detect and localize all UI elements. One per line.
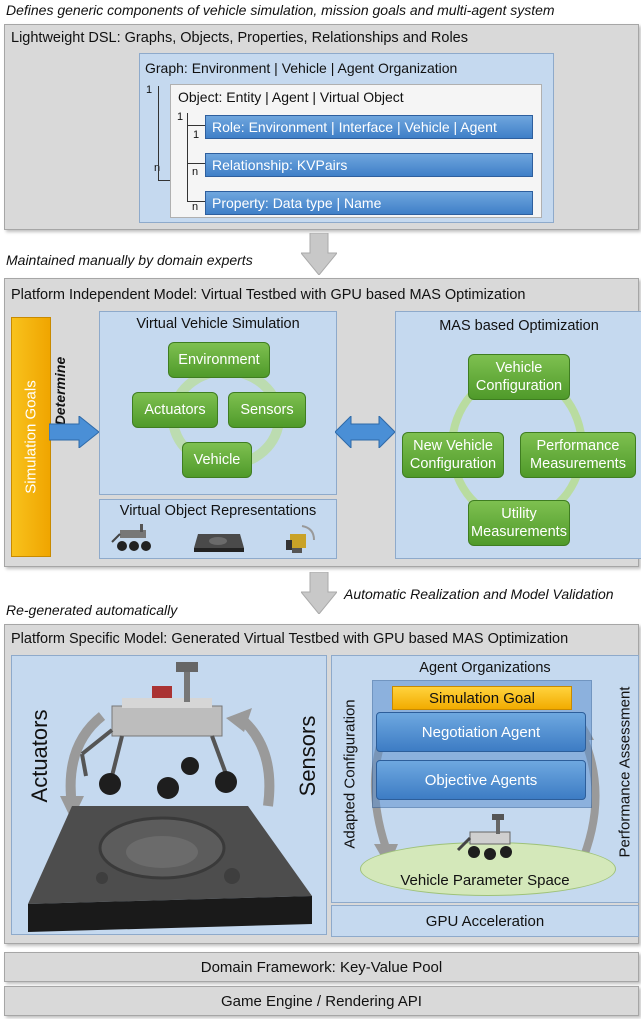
rover-icon <box>111 524 151 551</box>
sensors-box: Sensors <box>228 392 306 428</box>
graph-label: Graph: Environment | Vehicle | Agent Org… <box>145 60 458 76</box>
performance-assessment-label: Performance Assessment <box>616 686 634 858</box>
agent-organizations-box: Adapted Configuration Performance Assess… <box>331 655 639 903</box>
down-arrow-icon <box>301 572 337 614</box>
bidirectional-arrow-icon <box>335 416 395 448</box>
simulation-goal-bar: Simulation Goal <box>392 686 572 710</box>
connector-line <box>187 163 205 164</box>
terrain-icon <box>194 534 244 552</box>
caption-regen: Re-generated automatically <box>6 602 178 618</box>
relationship-bar: Relationship: KVPairs <box>205 153 533 177</box>
mult-1b: 1 <box>177 111 184 123</box>
role-bar: Role: Environment | Interface | Vehicle … <box>205 115 533 139</box>
performance-measurements-box: Performance Measurements <box>520 432 636 478</box>
right-arrow-icon <box>49 416 99 448</box>
new-vehicle-configuration-box: New Vehicle Configuration <box>402 432 504 478</box>
psm-title: Platform Specific Model: Generated Virtu… <box>11 631 569 647</box>
vehicle-box: Vehicle <box>182 442 252 478</box>
graph-box: Graph: Environment | Vehicle | Agent Org… <box>139 53 554 223</box>
mult-1a: 1 <box>146 84 153 96</box>
property-bar: Property: Data type | Name <box>205 191 533 215</box>
rover-icon <box>456 814 512 860</box>
mult-n-c: n <box>192 201 199 213</box>
environment-box: Environment <box>168 342 270 378</box>
connector-line <box>187 201 205 202</box>
rover-scene-box: Actuators Sensors <box>11 655 327 935</box>
down-arrow-icon <box>301 233 337 275</box>
adapted-configuration-label: Adapted Configuration <box>341 699 359 849</box>
mult-n-a: n <box>154 162 160 174</box>
simulation-goals-label: Simulation Goals <box>22 380 40 494</box>
domain-framework-bar: Domain Framework: Key-Value Pool <box>4 952 639 982</box>
connector-line <box>187 113 188 201</box>
dsl-title: Lightweight DSL: Graphs, Objects, Proper… <box>11 30 468 46</box>
simulation-goals-bar: Simulation Goals <box>11 317 51 557</box>
connector-line <box>158 180 170 181</box>
caption-manual: Maintained manually by domain experts <box>6 252 253 268</box>
vehicle-parameter-space-label: Vehicle Parameter Space <box>400 872 570 889</box>
mult-n-b: n <box>192 166 199 178</box>
mas-optimization-box: MAS based Optimization Vehicle Configura… <box>395 311 641 559</box>
virtual-object-representations-box: Virtual Object Representations <box>99 499 337 559</box>
game-engine-bar: Game Engine / Rendering API <box>4 986 639 1016</box>
objective-agents-box: Objective Agents <box>376 760 586 800</box>
mas-title: MAS based Optimization <box>439 318 599 334</box>
mult-1c: 1 <box>193 129 200 141</box>
satellite-icon <box>286 525 315 553</box>
vvs-title: Virtual Vehicle Simulation <box>136 316 300 332</box>
negotiation-agent-box: Negotiation Agent <box>376 712 586 752</box>
caption-top: Defines generic components of vehicle si… <box>6 2 555 18</box>
pim-panel: Platform Independent Model: Virtual Test… <box>4 278 641 567</box>
gpu-acceleration-box: GPU Acceleration <box>331 905 639 937</box>
object-label: Object: Entity | Agent | Virtual Object <box>178 89 404 105</box>
connector-line <box>158 86 159 180</box>
vehicle-configuration-box: Vehicle Configuration <box>468 354 570 400</box>
psm-panel: Platform Specific Model: Generated Virtu… <box>4 624 639 944</box>
object-box: Object: Entity | Agent | Virtual Object … <box>170 84 542 218</box>
agent-orgs-title: Agent Organizations <box>419 660 551 676</box>
connector-line <box>187 125 205 126</box>
utility-measurements-box: Utility Measurements <box>468 500 570 546</box>
rover-terrain-illustration <box>28 662 312 932</box>
determine-label: Determine <box>52 356 68 426</box>
dsl-panel: Lightweight DSL: Graphs, Objects, Proper… <box>4 24 639 230</box>
vor-title: Virtual Object Representations <box>119 503 317 519</box>
pim-title: Platform Independent Model: Virtual Test… <box>11 287 526 303</box>
virtual-vehicle-simulation-box: Virtual Vehicle Simulation Environment A… <box>99 311 337 495</box>
actuators-box: Actuators <box>132 392 218 428</box>
caption-auto: Automatic Realization and Model Validati… <box>344 586 614 602</box>
